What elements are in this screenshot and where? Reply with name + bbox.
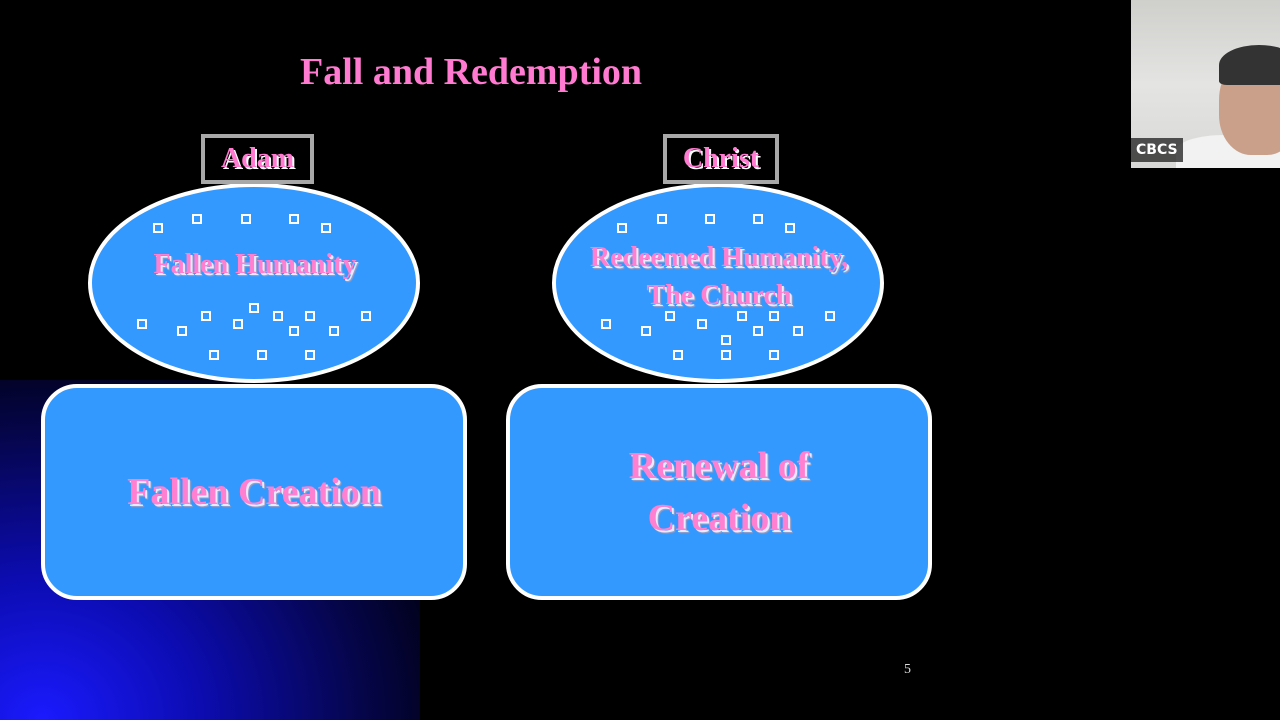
person-marker — [785, 223, 795, 233]
fallen-humanity-text: Fallen Humanity — [153, 249, 357, 280]
person-marker — [641, 326, 651, 336]
person-marker — [793, 326, 803, 336]
person-marker — [249, 303, 259, 313]
person-marker — [289, 326, 299, 336]
person-marker — [177, 326, 187, 336]
person-marker — [329, 326, 339, 336]
person-marker — [305, 311, 315, 321]
slide-title: Fall and Redemption — [300, 51, 643, 93]
fallen-creation-box: Fallen Creation — [41, 384, 467, 600]
page-number: 5 — [904, 662, 911, 677]
person-marker — [321, 223, 331, 233]
person-marker — [153, 223, 163, 233]
person-marker — [233, 319, 243, 329]
person-marker — [289, 214, 299, 224]
participant-video[interactable]: CBCS — [1131, 0, 1280, 168]
person-marker — [721, 350, 731, 360]
person-marker — [705, 214, 715, 224]
person-marker — [273, 311, 283, 321]
person-marker — [753, 214, 763, 224]
people-markers-right — [601, 214, 835, 360]
person-marker — [697, 319, 707, 329]
person-marker — [361, 311, 371, 321]
person-marker — [601, 319, 611, 329]
person-marker — [673, 350, 683, 360]
person-marker — [753, 326, 763, 336]
participant-name-tag: CBCS — [1131, 138, 1183, 162]
person-marker — [737, 311, 747, 321]
adam-label: Adam — [201, 134, 314, 184]
person-marker — [257, 350, 267, 360]
person-marker — [192, 214, 202, 224]
redeemed-humanity-text: Redeemed Humanity, The Church — [554, 239, 884, 315]
person-marker — [657, 214, 667, 224]
christ-label: Christ — [663, 134, 779, 184]
person-marker — [137, 319, 147, 329]
person-marker — [209, 350, 219, 360]
redeemed-humanity-ellipse — [552, 183, 884, 383]
fallen-creation-text: Fallen Creation — [127, 471, 381, 513]
fallen-humanity-ellipse — [88, 183, 420, 383]
renewal-line-2: Creation — [647, 497, 791, 539]
person-marker — [769, 311, 779, 321]
person-marker — [617, 223, 627, 233]
renewal-line-1: Renewal of — [628, 445, 810, 487]
participant-hair — [1219, 45, 1280, 85]
redeemed-line-1: Redeemed Humanity, — [589, 242, 849, 273]
person-marker — [665, 311, 675, 321]
person-marker — [201, 311, 211, 321]
renewal-creation-box: Renewal of Creation — [506, 384, 932, 600]
person-marker — [825, 311, 835, 321]
person-marker — [241, 214, 251, 224]
redeemed-line-2: The Church — [646, 280, 792, 311]
people-markers-left — [137, 214, 371, 360]
person-marker — [305, 350, 315, 360]
person-marker — [721, 335, 731, 345]
person-marker — [769, 350, 779, 360]
